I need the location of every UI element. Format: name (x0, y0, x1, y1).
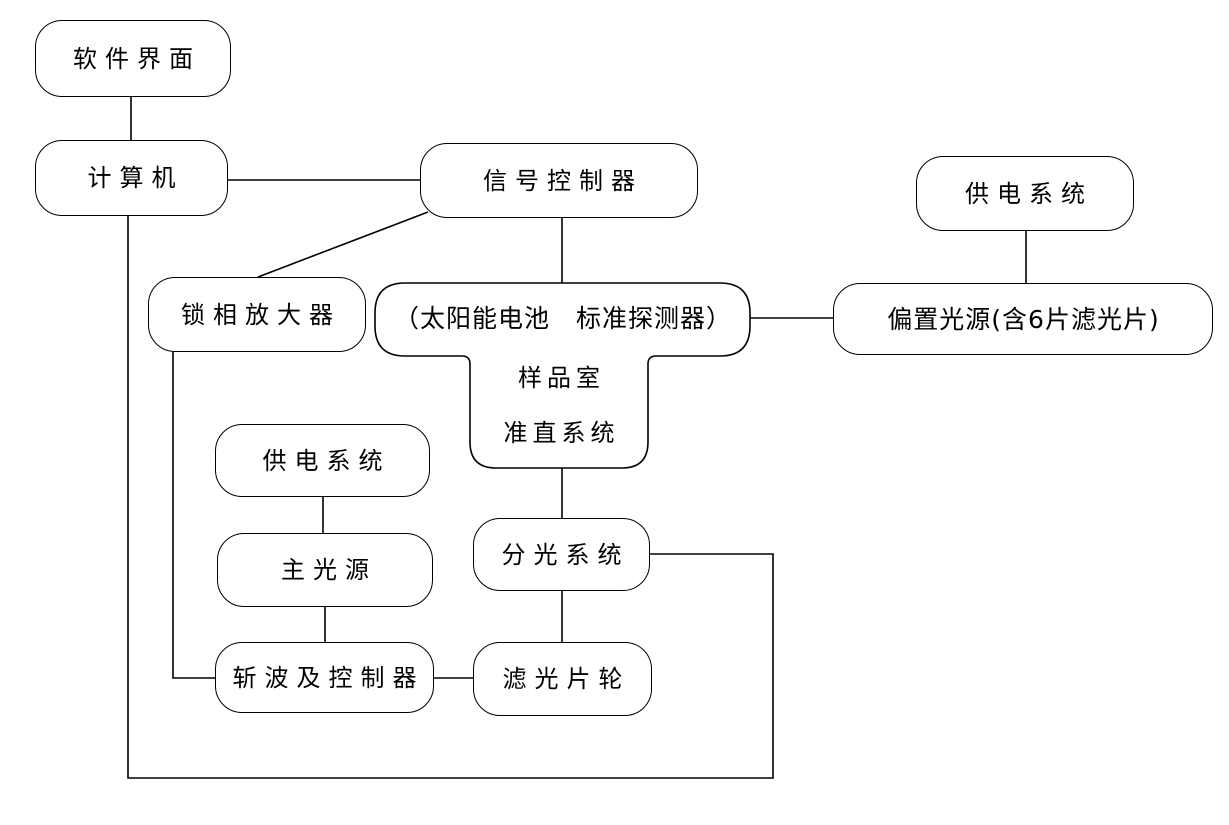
node-filter-wheel: 滤光片轮 (473, 642, 652, 716)
node-bias-light-source-label: 偏置光源(含6片滤光片) (887, 304, 1160, 334)
connector-lockin-chopper (172, 352, 215, 679)
node-signal-controller: 信号控制器 (420, 143, 698, 218)
node-light-splitting-system-label: 分光系统 (501, 540, 630, 569)
node-software-interface-label: 软件界面 (73, 44, 201, 73)
node-chopper-controller-label: 斩波及控制器 (232, 663, 425, 692)
node-main-light-source-label: 主光源 (281, 556, 377, 584)
collimation-system-label: 准直系统 (503, 419, 620, 447)
node-lock-in-amplifier-label: 锁相放大器 (181, 300, 341, 329)
sample-stage-header: （太阳能电池 标准探测器） (375, 283, 750, 353)
node-filter-wheel-label: 滤光片轮 (502, 665, 631, 693)
node-signal-controller-label: 信号控制器 (483, 166, 643, 195)
node-light-splitting-system: 分光系统 (473, 518, 650, 591)
node-power-supply-left: 供电系统 (215, 424, 430, 497)
node-computer: 计算机 (35, 140, 228, 216)
node-computer-label: 计算机 (87, 164, 184, 192)
node-main-light-source: 主光源 (217, 533, 433, 607)
node-bias-light-source: 偏置光源(含6片滤光片) (833, 283, 1213, 355)
sample-stage-header-label: （太阳能电池 标准探测器） (393, 303, 732, 333)
node-software-interface: 软件界面 (35, 20, 231, 97)
collimation-system: 准直系统 (470, 415, 648, 451)
node-lock-in-amplifier: 锁相放大器 (148, 277, 366, 352)
sample-chamber: 样品室 (470, 360, 648, 396)
sample-chamber-outline (374, 282, 751, 469)
node-chopper-controller: 斩波及控制器 (215, 642, 434, 713)
connector-signal-controller-lockin (257, 211, 429, 278)
node-power-supply-top: 供电系统 (916, 156, 1134, 231)
connector-splitting-computer-loop (127, 215, 774, 779)
sample-chamber-label: 样品室 (518, 364, 605, 392)
node-power-supply-left-label: 供电系统 (262, 446, 391, 475)
node-power-supply-top-label: 供电系统 (965, 179, 1093, 208)
